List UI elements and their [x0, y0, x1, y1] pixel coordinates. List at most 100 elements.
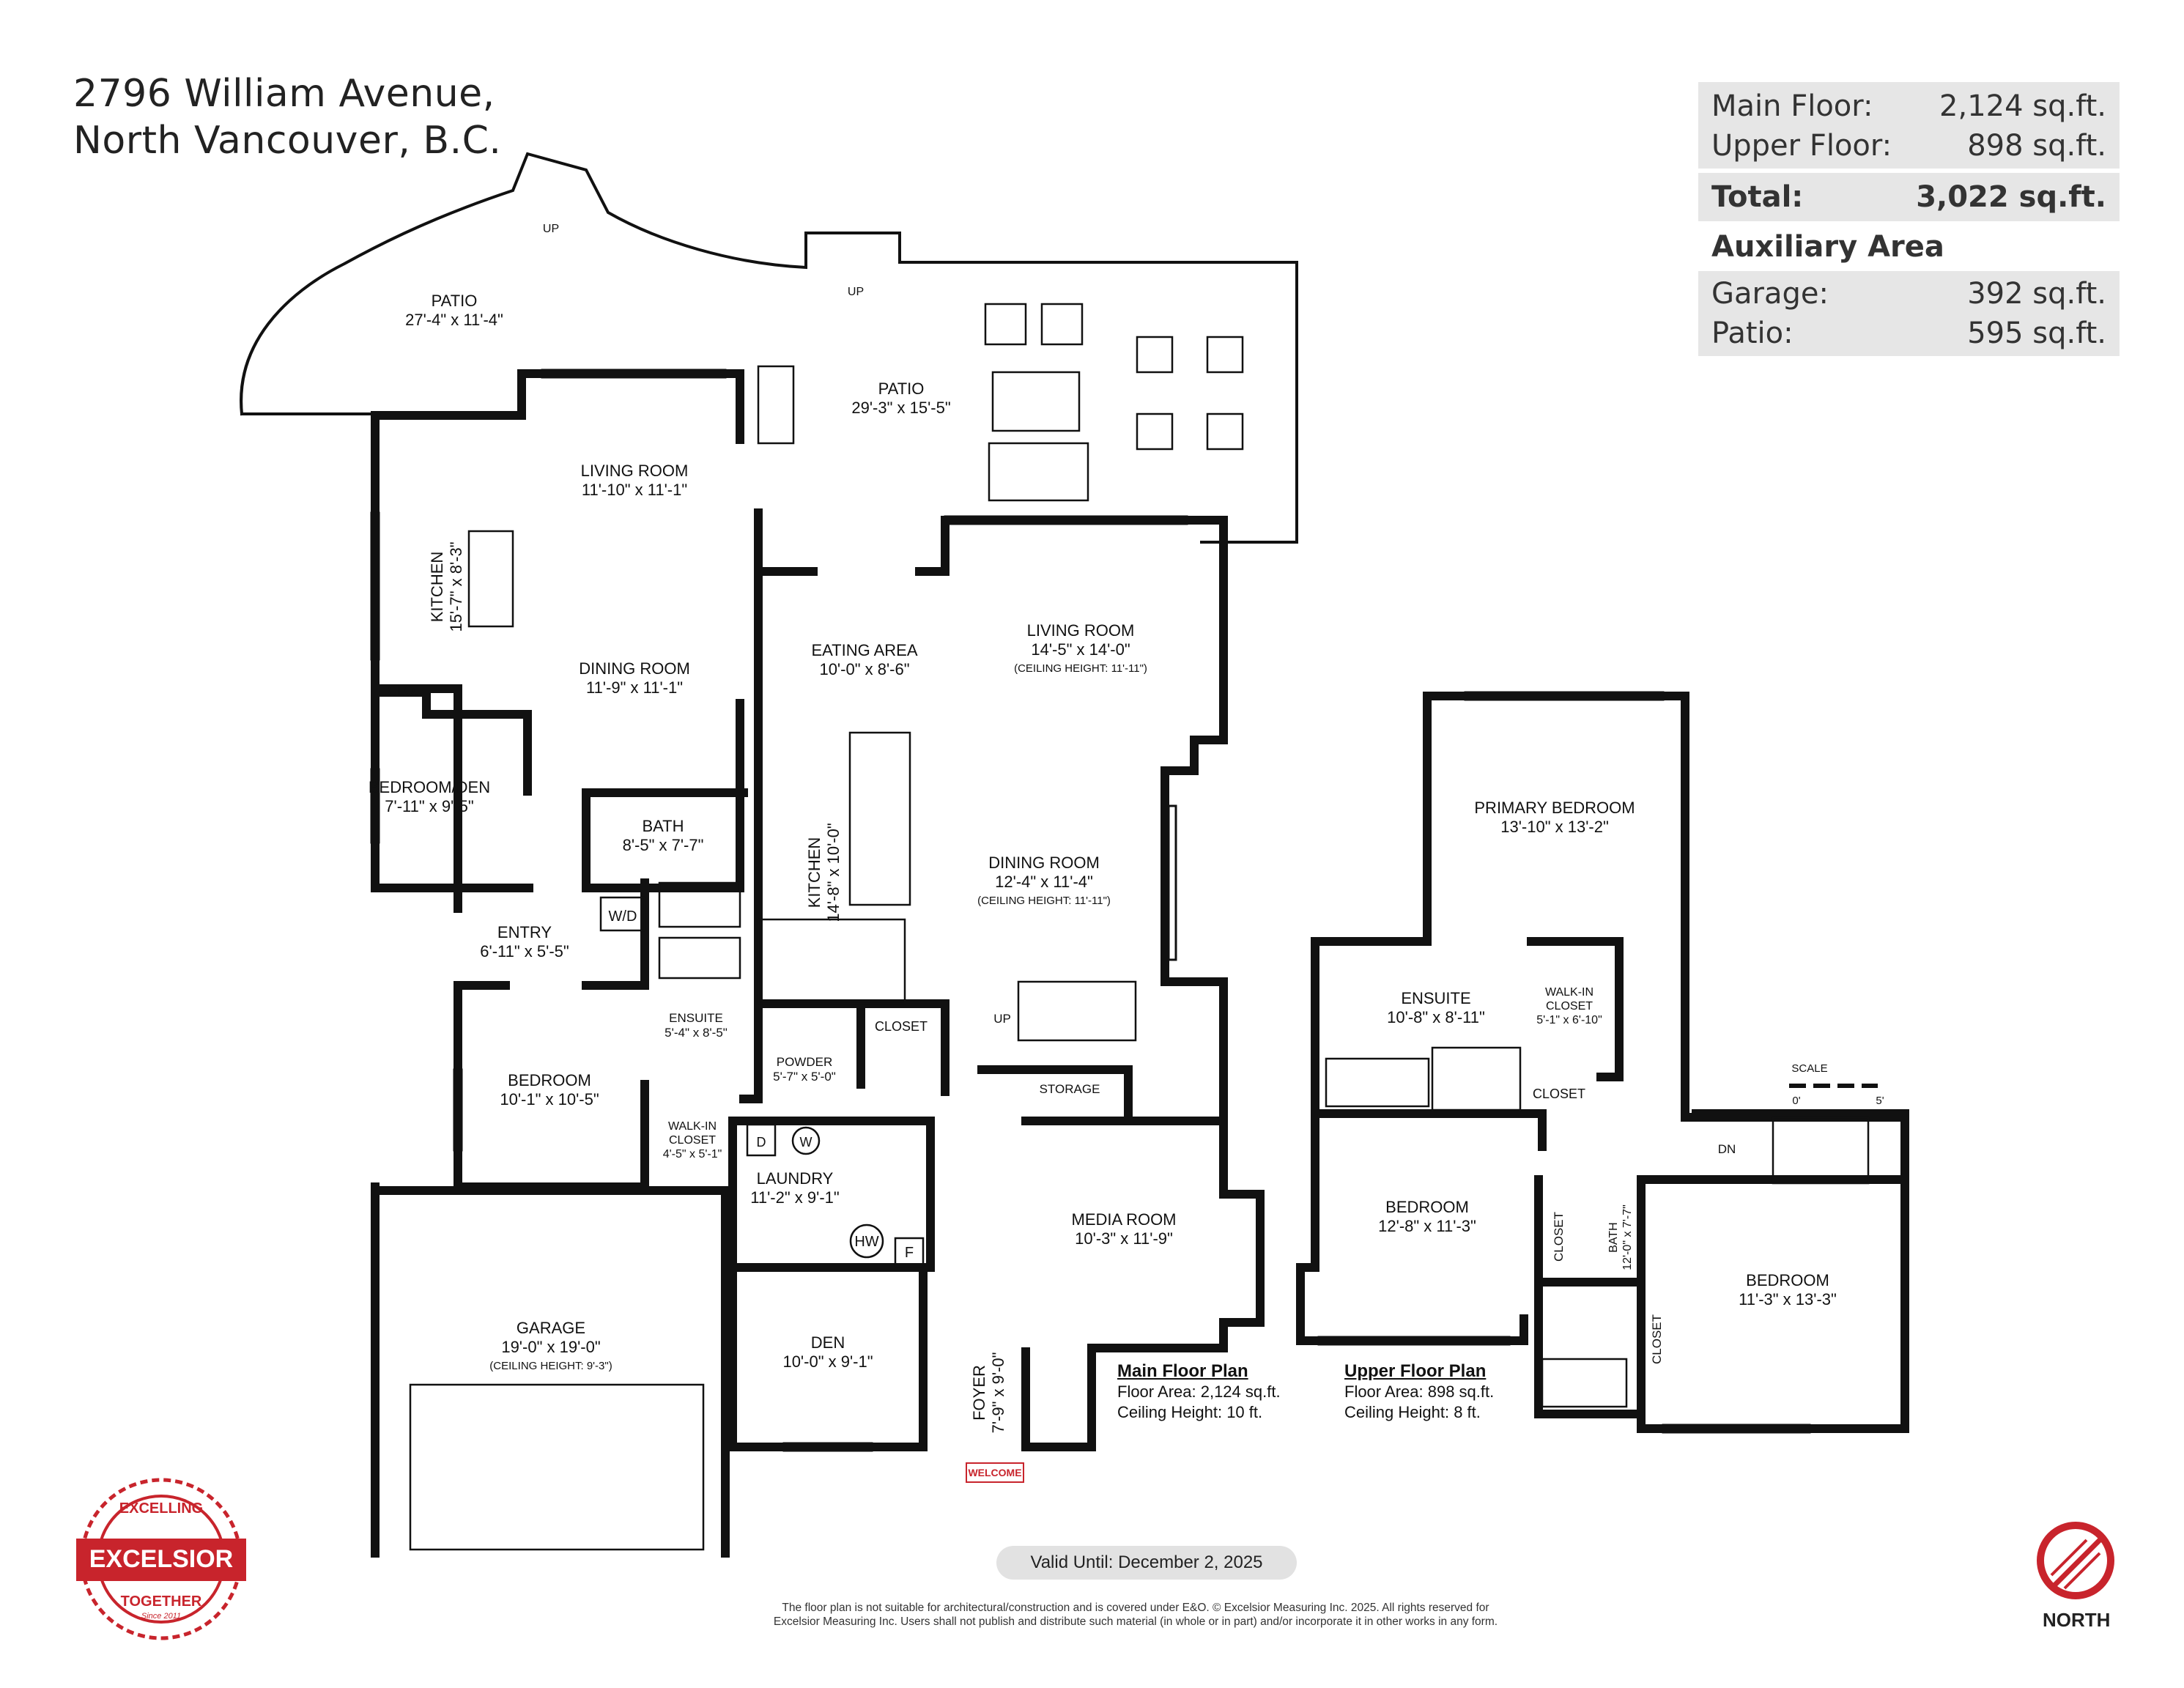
patio-left-outline — [240, 152, 1298, 544]
label-closet-upper2: CLOSET — [1552, 1211, 1566, 1262]
stairs-main — [1017, 980, 1137, 1042]
wall-bedroomden — [371, 688, 533, 892]
property-address: 2796 William Avenue, North Vancouver, B.… — [73, 70, 501, 164]
auxiliary-title: Auxiliary Area — [1698, 221, 2120, 271]
window-bedroom — [453, 1068, 463, 1152]
furnace-box — [894, 1237, 925, 1267]
main-floor-label: Main Floor: — [1711, 89, 1873, 123]
logo-since-text: Since 2011 — [141, 1612, 182, 1621]
scale-start: 0' — [1792, 1095, 1801, 1107]
room-dim: 5'-1" x 6'-10" — [1536, 1014, 1602, 1026]
patio-value: 595 sq.ft. — [1967, 316, 2106, 350]
room-name: LIVING ROOM — [580, 462, 689, 480]
welcome-mat: WELCOME — [966, 1462, 1024, 1483]
upper-plan-title: Upper Floor Plan — [1344, 1361, 1487, 1381]
address-line-1: 2796 William Avenue, — [73, 72, 495, 116]
main-plan-caption: Main Floor Plan Floor Area: 2,124 sq.ft.… — [1117, 1361, 1281, 1423]
auxiliary-title-text: Auxiliary Area — [1711, 230, 1944, 264]
label-dn: DN — [1717, 1142, 1736, 1156]
label-wd: W/D — [608, 908, 637, 925]
wall-left-top — [371, 369, 744, 444]
room-name: BEDROOM — [1746, 1271, 1829, 1289]
label-clo: CLO. — [387, 684, 419, 698]
patio-chair-2 — [1040, 303, 1084, 346]
upper-plan-caption: Upper Floor Plan Floor Area: 898 sq.ft. … — [1344, 1361, 1494, 1423]
window-kitchen-left — [370, 511, 380, 661]
label-up-right: UP — [847, 286, 865, 298]
room-dim: 27'-4" x 11'-4" — [405, 311, 503, 329]
wall-ensuite — [1311, 937, 1624, 1151]
main-floor-row: Main Floor:2,124 sq.ft. — [1698, 86, 2120, 126]
garage-door — [409, 1383, 705, 1551]
room-dim: 10'-3" x 11'-9" — [1075, 1229, 1173, 1248]
scale-end: 5' — [1876, 1095, 1884, 1107]
upper-floor-label: Upper Floor: — [1711, 129, 1892, 163]
hw-tank — [849, 1224, 884, 1259]
patio-dining-1 — [1136, 336, 1174, 374]
patio-chair-1 — [984, 303, 1027, 346]
room-name: KITCHEN — [805, 837, 823, 908]
patio-label: Patio: — [1711, 316, 1794, 350]
floor-areas-box: Main Floor:2,124 sq.ft. Upper Floor:898 … — [1698, 82, 2120, 169]
room-name: MEDIA ROOM — [1071, 1210, 1177, 1229]
patio-dining-4 — [1206, 412, 1244, 451]
total-label: Total: — [1711, 180, 1804, 214]
room-name: FOYER — [970, 1365, 988, 1421]
wall-living-right — [1161, 766, 1228, 1125]
room-dim: 8'-5" x 7'-7" — [622, 836, 704, 854]
shower-main — [658, 881, 741, 928]
room-dim: 13'-10" x 13'-2" — [1500, 818, 1609, 836]
valid-until-badge: Valid Until: December 2, 2025 — [996, 1546, 1297, 1580]
room-name-2: CLOSET — [1545, 1000, 1593, 1013]
tub-upper-bath — [1541, 1358, 1628, 1408]
wd-box — [599, 896, 646, 932]
room-name: LIVING ROOM — [1026, 621, 1135, 640]
upper-plan-area: Floor Area: 898 sq.ft. — [1344, 1382, 1495, 1401]
label-dryer: D — [756, 1135, 766, 1150]
wall-media — [1021, 1117, 1265, 1352]
logo-main-text: EXCELSIOR — [89, 1545, 234, 1573]
room-ceiling: (CEILING HEIGHT: 9'-3") — [489, 1360, 612, 1372]
garage-label: Garage: — [1711, 277, 1829, 311]
room-dim: 12'-8" x 11'-3" — [1378, 1217, 1476, 1235]
garage-value: 392 sq.ft. — [1967, 277, 2106, 311]
room-dim: 29'-3" x 15'-5" — [851, 399, 951, 417]
wall-garage — [371, 1182, 730, 1558]
wall-bath — [582, 788, 748, 887]
room-name: BATH — [642, 817, 684, 835]
tub-upper-ensuite — [1325, 1057, 1430, 1108]
room-name: DINING ROOM — [988, 854, 1100, 872]
right-counter — [757, 918, 906, 1005]
room-name: DEN — [810, 1333, 845, 1352]
room-dim: 5'-7" x 5'-0" — [773, 1070, 836, 1084]
logo-bottom-text: TOGETHER — [120, 1593, 202, 1610]
label-up-left: UP — [542, 223, 560, 235]
room-name: ENSUITE — [669, 1011, 723, 1025]
room-name: POWDER — [776, 1055, 833, 1069]
window-left-living — [541, 369, 727, 379]
window-bedden — [370, 768, 380, 844]
disclaimer: The floor plan is not suitable for archi… — [645, 1601, 1626, 1629]
washer-drum — [791, 1126, 821, 1155]
patio-dining-3 — [1136, 412, 1174, 451]
wall-kitchen-div — [739, 508, 763, 1103]
wall-eating-top — [754, 516, 1228, 775]
room-ceiling: (CEILING HEIGHT: 11'-11") — [1014, 662, 1147, 675]
